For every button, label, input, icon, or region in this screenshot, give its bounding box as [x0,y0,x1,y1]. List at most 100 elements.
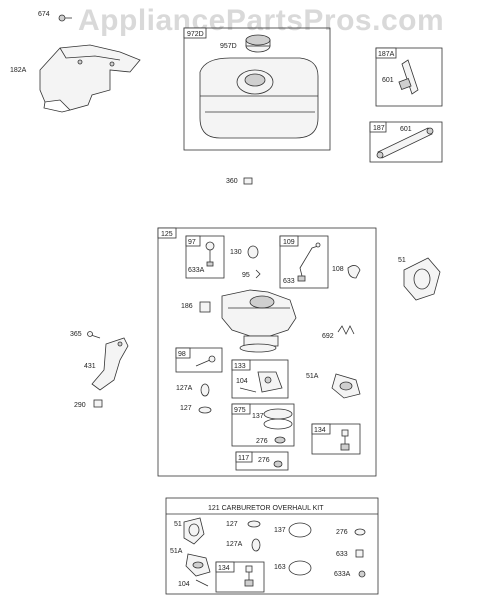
tag-97-box [185,235,201,247]
label-633A: 633A [188,267,205,274]
label-276-b: 276 [258,457,270,464]
label-104: 104 [236,378,248,385]
tag-125-box [157,227,177,239]
kit-gasket-51A [185,553,211,577]
group-187-box [369,121,443,163]
tag-98-box [175,347,191,359]
gasket-51 [403,257,441,301]
kit-label-127A: 127A [226,541,243,548]
part-108 [347,265,361,279]
kit-label-276: 276 [336,529,348,536]
kit-label-134: 134 [218,565,230,572]
group-134-box [311,423,361,455]
screw-674 [58,14,72,22]
kit-label-51A: 51A [170,548,183,555]
float-133 [239,371,283,393]
spring-692 [337,325,355,335]
kit-gasket-51 [183,517,205,545]
label-137: 137 [252,413,264,420]
label-972D: 972D [187,31,204,38]
kit-label-137: 137 [274,527,286,534]
fuel-cap-957D [245,34,271,53]
part-95 [255,269,261,279]
group-972D-box [183,27,331,151]
screw-97 [205,241,215,267]
part-127 [198,406,212,414]
tag-187A-box [375,47,397,59]
link-109 [297,242,321,282]
label-431: 431 [84,363,96,370]
kit-label-163: 163 [274,564,286,571]
tag-109-box [279,235,299,247]
label-97: 97 [188,239,196,246]
gasket-51A [331,373,361,399]
kit-label-51: 51 [174,521,182,528]
label-692: 692 [322,333,334,340]
label-133: 133 [234,363,246,370]
group-125-box [157,227,377,477]
label-290: 290 [74,402,86,409]
label-134: 134 [314,427,326,434]
bowl-975 [263,408,293,444]
part-130 [247,245,259,259]
bracket-182A [39,44,141,113]
kit-part-633 [355,549,364,558]
label-674: 674 [38,11,50,18]
label-117: 117 [238,455,249,462]
part-186 [199,301,211,313]
kit-title: 121 CARBURETOR OVERHAUL KIT [208,505,324,512]
kit-label-633: 633 [336,551,348,558]
group-97-box [185,235,225,279]
kit-part-633A [358,570,366,578]
group-975-box [231,403,295,447]
kit-tag-134-box [215,561,235,573]
group-109-box [279,235,329,289]
label-109: 109 [283,239,295,246]
kit-part-127 [247,520,261,528]
label-276: 276 [256,438,268,445]
tag-975-box [231,403,251,415]
label-957D: 957D [220,43,237,50]
kit-pin-104 [195,579,209,587]
washer-276 [273,460,283,468]
label-127A: 127A [176,385,193,392]
tag-133-box [231,359,251,371]
kit-label-104: 104 [178,581,190,588]
label-51: 51 [398,257,406,264]
label-127: 127 [180,405,192,412]
kit-ring-137 [288,522,312,538]
screw-98 [195,355,216,367]
label-182A: 182A [10,67,27,74]
label-360: 360 [226,178,238,185]
label-187: 187 [373,125,385,132]
label-98: 98 [178,351,186,358]
screw-290 [93,399,103,408]
group-98-box [175,347,223,373]
fuel-line-601-b [376,127,434,159]
kit-group-134-box [215,561,265,593]
tag-972D-box [183,27,207,39]
label-186: 186 [181,303,193,310]
kit-fitting-134 [244,565,254,587]
kit-washer-276 [354,528,366,536]
label-108: 108 [332,266,344,273]
fuel-line-601-a [398,59,419,95]
bracket-431 [91,337,129,391]
tag-134-box [311,423,331,435]
label-601-b: 601 [400,126,412,133]
tag-187-box [369,121,387,133]
tag-117-box [235,451,253,463]
label-633: 633 [283,278,295,285]
screw-365 [87,331,101,339]
fuel-tank [199,57,319,139]
group-187A-box [375,47,443,107]
group-133-box [231,359,289,399]
carburetor-body [221,289,297,353]
label-601-a: 601 [382,77,394,84]
part-127A [200,383,210,397]
label-51A: 51A [306,373,319,380]
kit-121-box [165,497,379,595]
label-365: 365 [70,331,82,338]
label-975: 975 [234,407,246,414]
label-130: 130 [230,249,242,256]
